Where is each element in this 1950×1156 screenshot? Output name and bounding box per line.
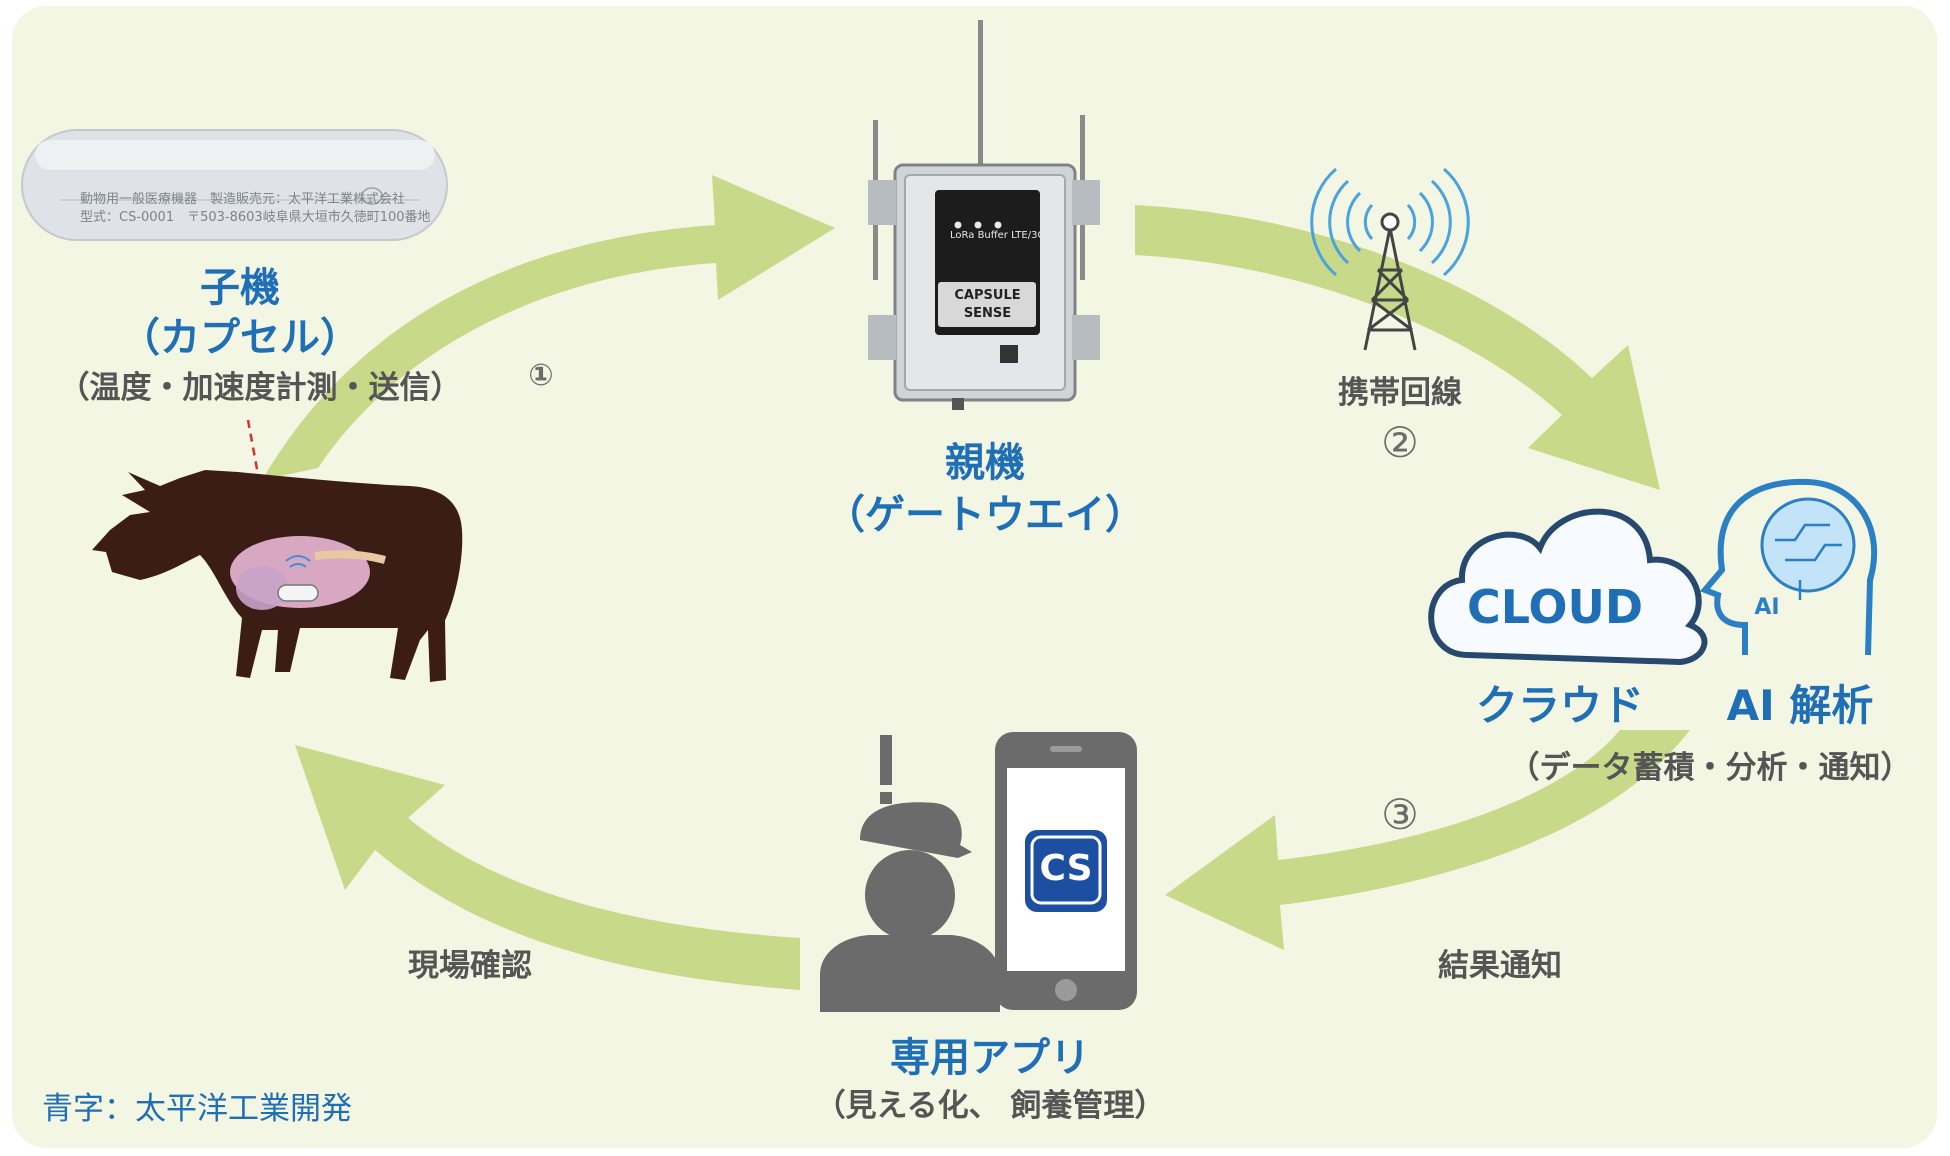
- cell-tower-icon: [1363, 212, 1417, 351]
- child-unit-title: 子機: [200, 265, 280, 311]
- led-label-lte: LTE/3G: [1011, 230, 1046, 241]
- step-2-number: ②: [1381, 418, 1419, 467]
- ai-icon-text: AI: [1754, 595, 1780, 620]
- smartphone-icon: [995, 732, 1137, 1010]
- cloud-desc: （データ蓄積・分析・通知）: [1508, 750, 1912, 786]
- capsule-print-2: 型式：CS-0001 〒503-8603岐阜県大垣市久徳町100番地: [80, 210, 431, 225]
- capsule-image: [21, 129, 448, 241]
- app-desc: （見える化、 飼養管理）: [814, 1088, 1166, 1124]
- ai-label: AI 解析: [1726, 681, 1874, 730]
- gateway-brand-bottom: SENSE: [963, 306, 1012, 321]
- step-1-badge: ①: [515, 350, 567, 402]
- cow-stomach: [230, 536, 387, 610]
- app-logo-text: CS: [1039, 848, 1093, 889]
- step-3-number: ③: [1381, 790, 1419, 839]
- gateway-subtitle: （ゲートウエイ）: [825, 492, 1145, 538]
- notify-label: 結果通知: [1438, 948, 1562, 984]
- led-label-lora: LoRa: [950, 230, 975, 241]
- signal-waves: [1310, 167, 1470, 277]
- cloud-label: クラウド: [1475, 681, 1644, 730]
- arrow-app-to-cow: [295, 745, 800, 990]
- arrow-capsule-to-gateway: [262, 175, 835, 480]
- step-1-number: ①: [528, 358, 554, 393]
- cloud-icon-text: CLOUD: [1466, 580, 1644, 634]
- arrow-cloud-to-app: [1165, 730, 1690, 950]
- capsule-print-1: 動物用一般医療機器 製造販売元：太平洋工業株式会社: [80, 192, 406, 207]
- child-unit-subtitle: （カプセル）: [120, 315, 360, 361]
- gateway-title: 親機: [945, 440, 1025, 486]
- credit-note: 青字：太平洋工業開発: [42, 1091, 352, 1127]
- gateway-brand-top: CAPSULE: [954, 288, 1021, 303]
- network-label: 携帯回線: [1338, 375, 1462, 411]
- app-title: 専用アプリ: [890, 1035, 1090, 1081]
- ai-head-icon: [1699, 478, 1878, 656]
- child-unit-desc: （温度・加速度計測・送信）: [58, 370, 462, 406]
- onsite-label: 現場確認: [408, 948, 532, 984]
- led-labels: LoRa Buffer LTE/3G: [950, 230, 1045, 241]
- led-label-buffer: Buffer: [977, 230, 1008, 241]
- person-icon: [820, 735, 1000, 1012]
- cloud-icon: [1428, 508, 1708, 666]
- gateway-device: [868, 20, 1100, 410]
